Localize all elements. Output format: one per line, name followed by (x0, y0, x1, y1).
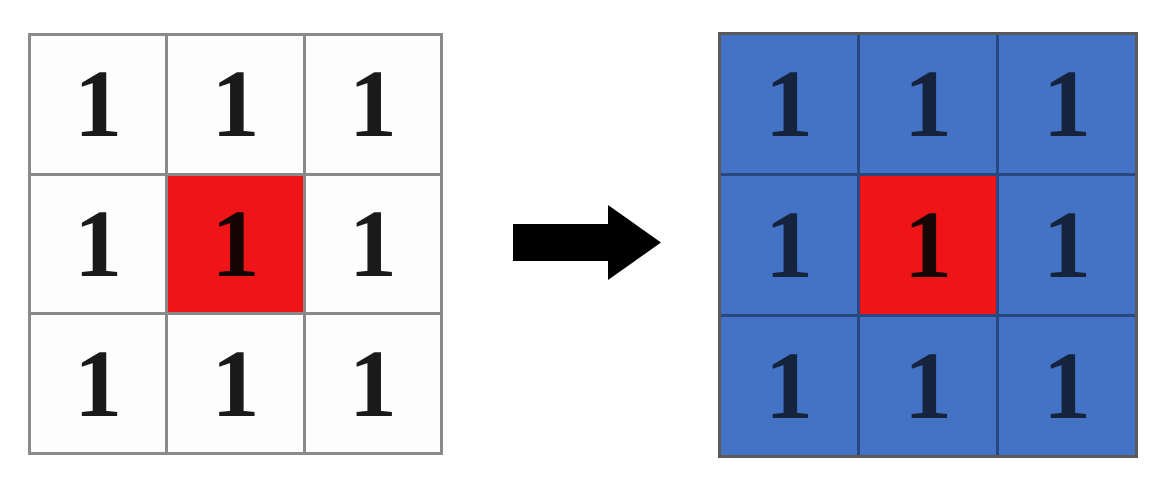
right-arrow-icon (513, 202, 661, 283)
output-grid: 1 1 1 1 1 1 1 1 1 (718, 32, 1138, 458)
grid-cell: 1 (31, 36, 166, 173)
grid-cell: 1 (305, 175, 440, 313)
grid-cell-highlighted: 1 (168, 175, 303, 313)
grid-cell: 1 (305, 315, 440, 452)
grid-cell: 1 (168, 36, 303, 173)
input-grid: 1 1 1 1 1 1 1 1 1 (28, 33, 443, 455)
grid-cell-highlighted: 1 (860, 176, 996, 314)
grid-cell: 1 (999, 35, 1135, 173)
grid-cell: 1 (31, 315, 166, 452)
grid-cell: 1 (721, 176, 857, 314)
grid-cell: 1 (860, 317, 996, 455)
grid-cell: 1 (860, 35, 996, 173)
grid-cell: 1 (168, 315, 303, 452)
grid-cell: 1 (999, 317, 1135, 455)
grid-cell: 1 (31, 175, 166, 313)
grid-cell: 1 (999, 176, 1135, 314)
grid-cell: 1 (305, 36, 440, 173)
grid-cell: 1 (721, 317, 857, 455)
grid-cell: 1 (721, 35, 857, 173)
